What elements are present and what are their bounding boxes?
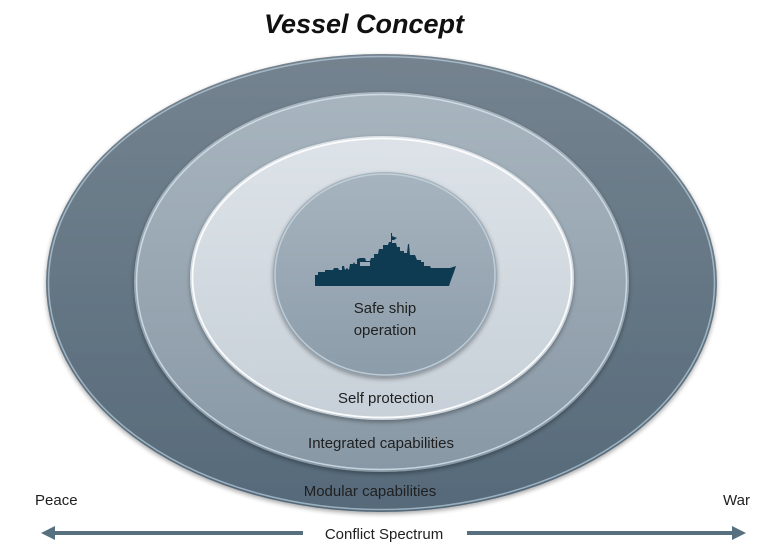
arrow-shaft-right — [467, 531, 735, 535]
label-war: War — [723, 492, 750, 509]
arrow-head-right — [732, 526, 746, 540]
conflict-spectrum-arrow — [41, 526, 746, 540]
label-safe-ship-line1: Safe ship — [354, 300, 417, 317]
label-modular-capabilities: Modular capabilities — [304, 483, 437, 500]
ship-icon — [315, 233, 456, 286]
diagram-title: Vessel Concept — [264, 9, 465, 39]
label-peace: Peace — [35, 492, 78, 509]
ship-window — [360, 262, 370, 266]
label-safe-ship-line2: operation — [354, 322, 417, 339]
label-self-protection: Self protection — [338, 390, 434, 407]
label-conflict-spectrum: Conflict Spectrum — [325, 526, 443, 543]
label-integrated-capabilities: Integrated capabilities — [308, 435, 454, 452]
arrow-head-left — [41, 526, 55, 540]
arrow-shaft-left — [52, 531, 303, 535]
